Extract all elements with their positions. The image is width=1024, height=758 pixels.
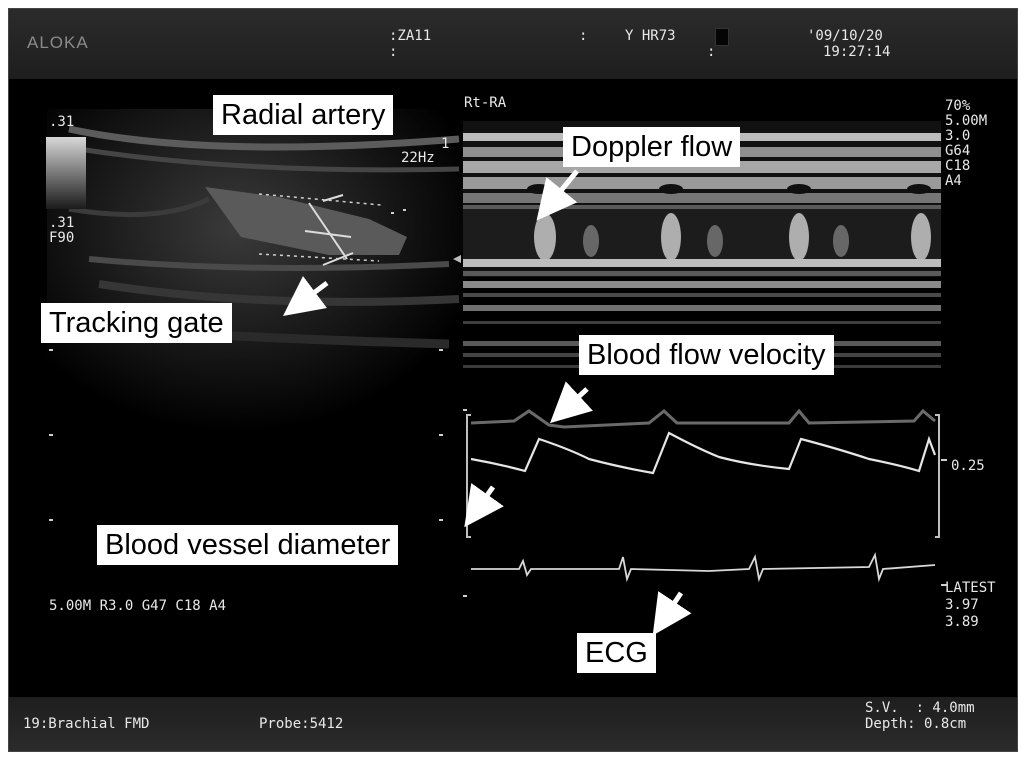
value-2: 3.89 <box>945 614 979 630</box>
arrow-icon <box>283 276 329 316</box>
time: 19:27:14 <box>823 44 891 60</box>
vessel-region <box>205 187 407 255</box>
scale-value: 0.25 <box>951 458 985 474</box>
label-tracking-gate: Tracking gate <box>41 303 232 343</box>
label-ecg: ECG <box>577 633 656 673</box>
marker-square <box>715 28 729 46</box>
depth: Depth: 0.8cm <box>865 716 967 732</box>
arrow-icon <box>464 483 504 528</box>
ultrasound-screen: ALOKA :ZA11 : : Y HR73 : '09/10/20 19:27… <box>8 8 1018 752</box>
gain-bottom: .31 <box>49 215 75 231</box>
heart-rate-sub: : <box>707 44 716 60</box>
param-2: 3.0 <box>945 128 971 144</box>
probe-label: Probe:5412 <box>259 716 344 732</box>
label-blood-vessel-diameter: Blood vessel diameter <box>97 525 399 565</box>
patient-id: :ZA11 <box>389 28 432 44</box>
gain-bar <box>46 137 86 209</box>
label-doppler-flow: Doppler flow <box>563 127 741 167</box>
date: '09/10/20 <box>807 28 883 44</box>
sample-volume: S.V. : 4.0mm <box>865 700 975 716</box>
ecg-trace <box>471 552 936 583</box>
label-radial-artery: Radial artery <box>213 95 394 135</box>
frame-rate: 22Hz <box>401 150 435 166</box>
gain-top: .31 <box>49 114 75 130</box>
brand-logo: ALOKA <box>27 33 89 52</box>
patient-id-sub: : <box>389 44 398 60</box>
param-1: 5.00M <box>945 113 988 129</box>
side-label: Rt-RA <box>464 95 507 111</box>
frame-rate-top: 1 <box>441 136 450 152</box>
left-settings: 5.00M R3.0 G47 C18 A4 <box>49 598 227 614</box>
param-4: C18 <box>945 158 971 174</box>
heart-rate: Y HR73 <box>625 28 676 44</box>
arrow-icon <box>652 591 692 636</box>
arrow-icon <box>536 169 579 221</box>
focus-label: F90 <box>49 230 75 246</box>
param-0: 70% <box>945 98 971 114</box>
footer-bar <box>9 697 1017 751</box>
param-3: G64 <box>945 143 971 159</box>
status-label: LATEST <box>945 580 996 596</box>
colon-mark: : <box>579 28 588 44</box>
param-5: A4 <box>945 173 962 189</box>
annotation-arrows <box>283 169 692 636</box>
header-bar <box>9 9 1017 79</box>
label-blood-flow-velocity: Blood flow velocity <box>579 335 834 375</box>
value-1: 3.97 <box>945 597 979 613</box>
diameter-trace <box>470 431 937 475</box>
preset-label: 19:Brachial FMD <box>23 716 150 732</box>
arrow-icon <box>549 381 593 424</box>
